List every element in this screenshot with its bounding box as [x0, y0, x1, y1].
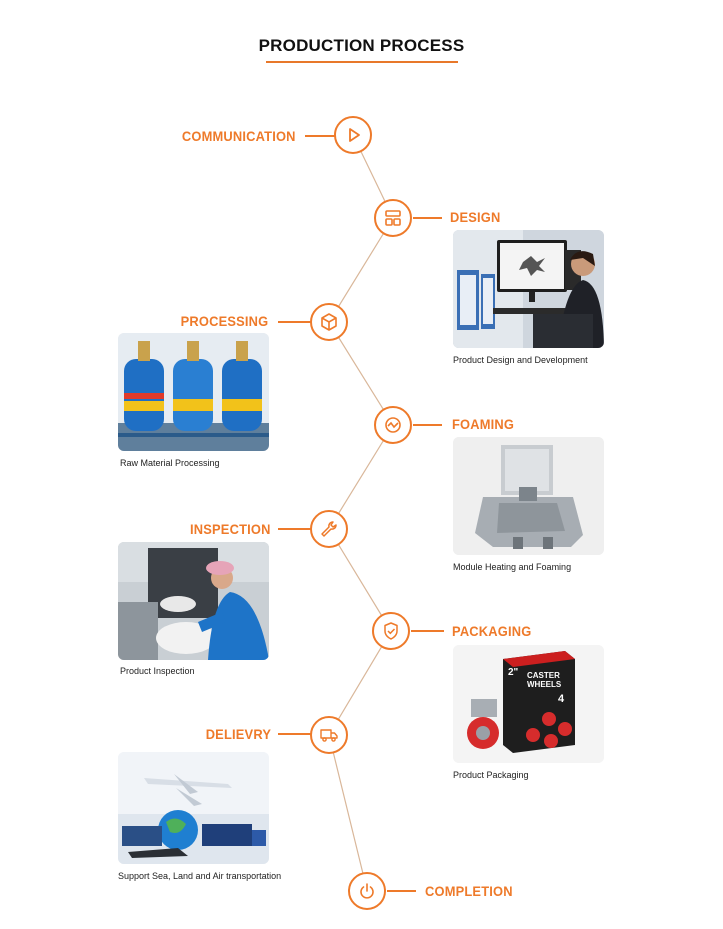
- packaging-illustration: [453, 645, 604, 763]
- packaging-photo: 2" CASTER WHEELS 4: [453, 645, 604, 763]
- connector: [278, 528, 311, 530]
- step-label-inspection: INSPECTION: [190, 521, 271, 537]
- step-label-completion: COMPLETION: [425, 883, 513, 899]
- foaming-caption: Module Heating and Foaming: [453, 562, 572, 572]
- step-node-completion[interactable]: [348, 872, 386, 910]
- design-photo: [453, 230, 604, 348]
- connector: [278, 321, 311, 323]
- step-node-processing[interactable]: [310, 303, 348, 341]
- step-label-communication: COMMUNICATION: [182, 128, 296, 144]
- play-icon: [349, 128, 360, 142]
- packaging-caption: Product Packaging: [453, 770, 529, 780]
- processing-photo: [118, 333, 269, 451]
- inspection-illustration: [118, 542, 269, 660]
- connector: [411, 630, 444, 632]
- wrench-icon: [321, 521, 337, 537]
- processing-caption: Raw Material Processing: [120, 458, 220, 468]
- step-node-inspection[interactable]: [310, 510, 348, 548]
- delivery-caption: Support Sea, Land and Air transportation: [118, 871, 282, 881]
- box-wheels-text: WHEELS: [527, 680, 562, 689]
- gauge-icon: [385, 417, 401, 433]
- step-label-processing: PROCESSING: [180, 313, 268, 329]
- page-title: PRODUCTION PROCESS: [258, 36, 465, 55]
- foaming-illustration: [453, 437, 604, 555]
- step-node-foaming[interactable]: [374, 406, 412, 444]
- layout-icon: [385, 210, 401, 226]
- foaming-photo: [453, 437, 604, 555]
- box-count-text: 4: [558, 693, 565, 705]
- step-node-design[interactable]: [374, 199, 412, 237]
- connector: [413, 424, 442, 426]
- title-underline: [266, 61, 458, 63]
- inspection-photo: [118, 542, 269, 660]
- processing-illustration: [118, 333, 269, 451]
- delivery-illustration: [118, 752, 269, 864]
- step-label-foaming: FOAMING: [452, 416, 515, 432]
- connector: [305, 135, 335, 137]
- step-node-packaging[interactable]: [372, 612, 410, 650]
- truck-icon: [320, 729, 338, 742]
- delivery-photo: [118, 752, 269, 864]
- design-caption: Product Design and Development: [453, 355, 588, 365]
- box-caster-text: CASTER: [527, 671, 560, 680]
- inspection-caption: Product Inspection: [120, 666, 195, 676]
- step-label-packaging: PACKAGING: [452, 623, 532, 639]
- design-illustration: [453, 230, 604, 348]
- step-node-communication[interactable]: [334, 116, 372, 154]
- box-size-text: 2": [508, 667, 519, 678]
- shield-check-icon: [384, 622, 398, 640]
- power-icon: [360, 883, 374, 899]
- connector: [413, 217, 442, 219]
- connector: [387, 890, 416, 892]
- step-label-delivery: DELIEVRY: [205, 726, 271, 742]
- step-label-design: DESIGN: [450, 209, 501, 225]
- step-node-delivery[interactable]: [310, 716, 348, 754]
- connector: [278, 733, 311, 735]
- box-icon: [321, 313, 337, 331]
